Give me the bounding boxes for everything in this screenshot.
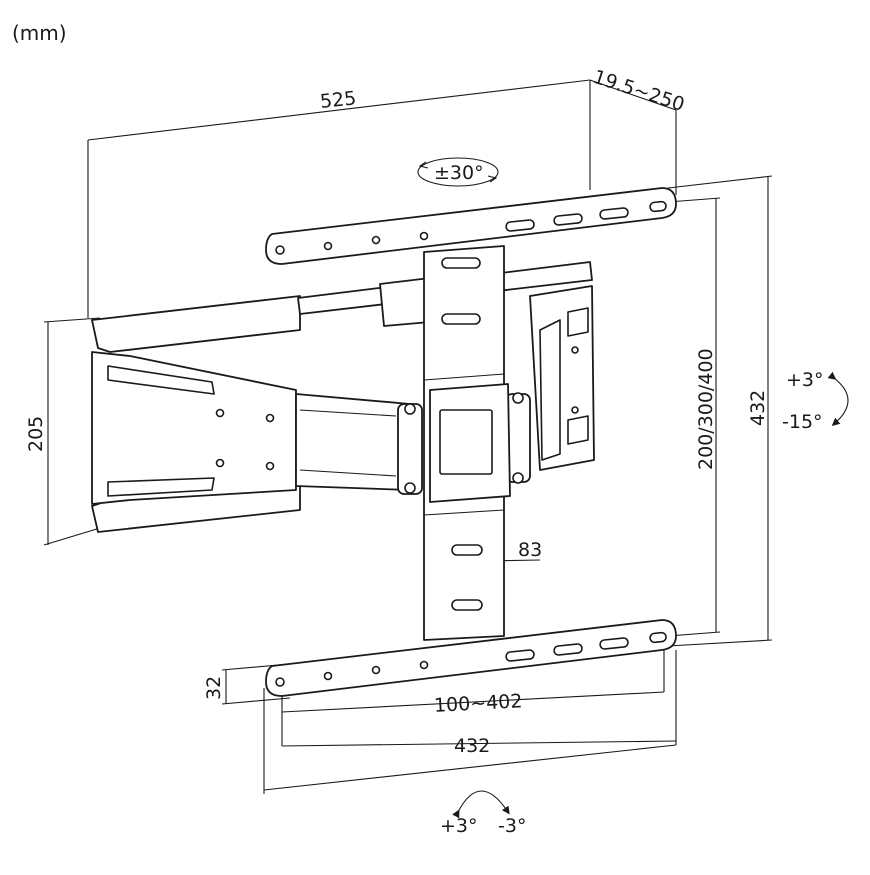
- tilt-indicator: [827, 371, 849, 426]
- vertical-strip: [423, 245, 511, 641]
- swivel-arrow-icon: [417, 157, 499, 187]
- dim-vertical-strip: 83: [518, 539, 542, 561]
- bottom-rail: [265, 619, 677, 697]
- dimension-lines: [43, 79, 773, 794]
- dim-rail-height: 32: [203, 676, 225, 700]
- dim-rail-width: 432: [454, 735, 490, 757]
- wall-plate: [91, 295, 301, 533]
- rotate-indicator: [452, 790, 510, 819]
- swivel-indicator: [417, 157, 499, 187]
- dim-arm-width: 525: [319, 87, 357, 113]
- rotate-arrow-icon: [452, 790, 510, 819]
- rotate-right-label: -3°: [498, 815, 526, 837]
- tilt-down-label: -15°: [782, 411, 823, 433]
- dim-vesa-vertical: 200/300/400: [695, 348, 717, 470]
- dim-depth: 19.5~250: [590, 66, 687, 116]
- dim-overall-height: 432: [747, 390, 769, 426]
- dim-vesa-horizontal: 100~402: [433, 690, 522, 717]
- rotate-left-label: +3°: [440, 815, 478, 837]
- dim-wall-plate-height: 205: [25, 416, 47, 452]
- swivel-label: ±30°: [434, 162, 484, 184]
- tilt-up-label: +3°: [786, 369, 824, 391]
- top-rail: [265, 187, 677, 265]
- tilt-arrow-icon: [827, 371, 849, 426]
- unit-label: (mm): [12, 21, 67, 45]
